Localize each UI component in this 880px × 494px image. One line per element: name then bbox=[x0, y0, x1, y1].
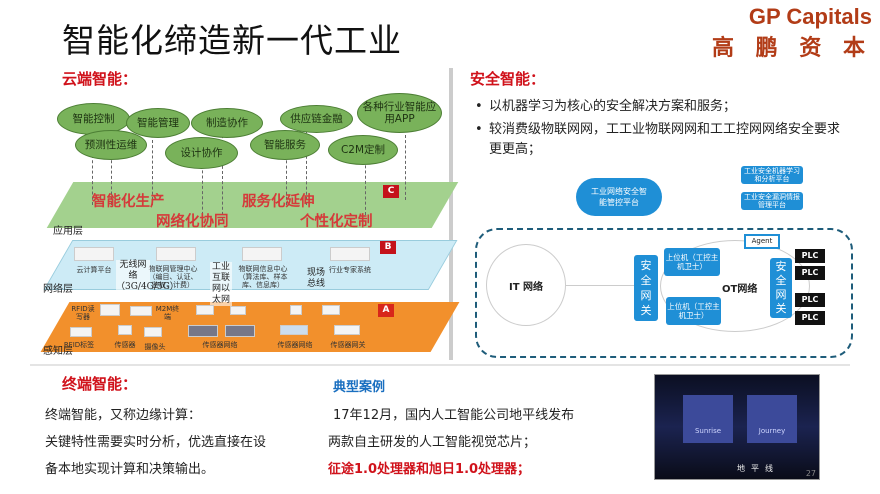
link-line bbox=[566, 285, 636, 286]
connector bbox=[306, 130, 307, 205]
cloud-heading: 云端智能： bbox=[62, 70, 138, 88]
net-item: 云计算平台 bbox=[76, 266, 112, 274]
sense-item: M2M终端 bbox=[155, 305, 180, 321]
server-icon bbox=[156, 247, 196, 261]
sense-item: 传感器网关 bbox=[330, 341, 366, 349]
case-heading: 典型案例 bbox=[333, 380, 386, 395]
connector bbox=[202, 160, 203, 220]
chip-journey: Journey bbox=[747, 395, 797, 443]
plc-box: PLC bbox=[795, 249, 825, 263]
security-heading: 安全智能： bbox=[470, 70, 546, 88]
host-bottom: 上位机（工控主机卫士） bbox=[666, 297, 721, 325]
logo-cn: 高 鹏 资 本 bbox=[712, 36, 872, 61]
phone-icon bbox=[290, 305, 302, 315]
app-bubble: 设计协作 bbox=[165, 137, 238, 169]
app-bubble: 智能管理 bbox=[126, 108, 190, 138]
net-layer-label: 网络层 bbox=[43, 284, 73, 295]
plc-box: PLC bbox=[795, 293, 825, 307]
page-title: 智能化缔造新一代工业 bbox=[62, 21, 402, 60]
security-gateway-left: 安全网关 bbox=[634, 255, 658, 321]
router-icon bbox=[196, 305, 214, 315]
app-bubble: 供应链金融 bbox=[280, 105, 353, 133]
sensor-icon bbox=[118, 325, 132, 335]
sense-item: RFID读写器 bbox=[71, 305, 95, 321]
security-gateway-right: 安全网关 bbox=[770, 258, 792, 318]
app-bubble: 各种行业智能应用APP bbox=[357, 93, 442, 133]
terminal-line: 终端智能，又称边缘计算： bbox=[45, 408, 202, 423]
terminal-line: 备本地实现计算和决策输出。 bbox=[45, 462, 215, 477]
connector bbox=[405, 135, 406, 200]
router-icon bbox=[322, 305, 340, 315]
host-top: 上位机（工控主机卫士） bbox=[664, 248, 720, 276]
theme-label: 个性化定制 bbox=[300, 214, 373, 230]
rfid-tag-icon bbox=[70, 327, 92, 337]
terminal-line: 关键特性需要实时分析，优选直接在设 bbox=[45, 435, 267, 450]
app-bubble: 制造协作 bbox=[191, 108, 263, 138]
net-item: 物联网信息中心（算法库、样本库、信息库） bbox=[238, 265, 288, 289]
server-icon bbox=[74, 247, 114, 261]
case-line: 17年12月，国内人工智能公司地平线发布 bbox=[333, 408, 575, 423]
ml-platform: 工业安全机器学习和分析平台 bbox=[741, 166, 803, 184]
logo-en: GP Capitals bbox=[748, 4, 872, 29]
chip-photo: Sunrise Journey 地平线 27 bbox=[654, 374, 820, 480]
link-label: 工业互联网以太网 bbox=[210, 262, 232, 306]
router-icon bbox=[230, 306, 246, 315]
app-bubble: 预测性运维 bbox=[75, 130, 147, 160]
layer-tag-a: A bbox=[378, 304, 394, 317]
security-cloud-platform: 工业网络安全智能管控平台 bbox=[576, 178, 662, 216]
server-icon bbox=[242, 247, 282, 261]
it-network: IT 网络 bbox=[486, 244, 566, 326]
agent-box: Agent bbox=[744, 234, 780, 249]
terminal-heading: 终端智能： bbox=[62, 375, 138, 393]
sensor-net-icon bbox=[280, 325, 308, 335]
link-label: 无线网络（3G/4G/5G） bbox=[116, 260, 179, 293]
connector bbox=[92, 155, 93, 205]
gateway-icon bbox=[334, 325, 360, 335]
ot-network-label: OT网络 bbox=[722, 284, 758, 295]
vuln-platform: 工业安全漏洞情报管理平台 bbox=[741, 192, 803, 210]
theme-label: 网络化协同 bbox=[156, 214, 229, 230]
divider-horizontal bbox=[30, 364, 850, 366]
sense-item: 传感器 bbox=[114, 341, 136, 349]
sense-item: 传感器网络 bbox=[202, 341, 238, 349]
connector bbox=[286, 150, 287, 205]
sense-item: RFID标签 bbox=[63, 341, 95, 349]
case-highlight: 征途1.0处理器和旭日1.0处理器； bbox=[328, 462, 531, 477]
security-bullet: •以机器学习为核心的安全解决方案和服务； bbox=[475, 99, 737, 114]
sense-layer-label: 感知层 bbox=[43, 346, 73, 357]
layer-tag-c: C bbox=[383, 185, 399, 198]
case-line: 两款自主研发的人工智能视觉芯片； bbox=[328, 435, 537, 450]
sense-item: 传感器网络 bbox=[277, 341, 313, 349]
connector bbox=[152, 140, 153, 205]
rfid-reader-icon bbox=[100, 304, 120, 316]
layer-tag-b: B bbox=[380, 241, 396, 254]
link-label: 现场总线 bbox=[306, 268, 325, 289]
connector bbox=[222, 130, 223, 220]
divider-vertical bbox=[449, 68, 453, 360]
page-number: 27 bbox=[805, 469, 816, 478]
theme-label: 智能化生产 bbox=[92, 194, 165, 210]
sense-item: 摄像头 bbox=[144, 343, 166, 351]
app-layer-label: 应用层 bbox=[53, 226, 83, 237]
server-icon bbox=[330, 247, 370, 261]
ot-ring bbox=[660, 240, 810, 332]
chip-sunrise: Sunrise bbox=[683, 395, 733, 443]
car-icon bbox=[188, 325, 218, 337]
net-item: 物联网管理中心（编目、认证、鉴权、计费） bbox=[148, 265, 198, 289]
theme-label: 服务化延伸 bbox=[242, 194, 315, 210]
connector bbox=[111, 155, 112, 205]
app-bubble: 智能服务 bbox=[250, 130, 320, 160]
plc-box: PLC bbox=[795, 266, 825, 280]
app-bubble: C2M定制 bbox=[328, 135, 398, 165]
plc-box: PLC bbox=[795, 311, 825, 325]
security-bullet: •较消费级物联网网，工工业物联网网和工工控网网络安全要求更更高； bbox=[475, 122, 841, 157]
net-item: 行业专家系统 bbox=[329, 266, 371, 274]
m2m-device-icon bbox=[130, 306, 152, 316]
camera-icon bbox=[144, 327, 162, 337]
brand-logo: 地平线 bbox=[737, 464, 779, 473]
car-icon bbox=[225, 325, 255, 337]
network-boundary bbox=[475, 228, 853, 358]
connector bbox=[365, 155, 366, 215]
